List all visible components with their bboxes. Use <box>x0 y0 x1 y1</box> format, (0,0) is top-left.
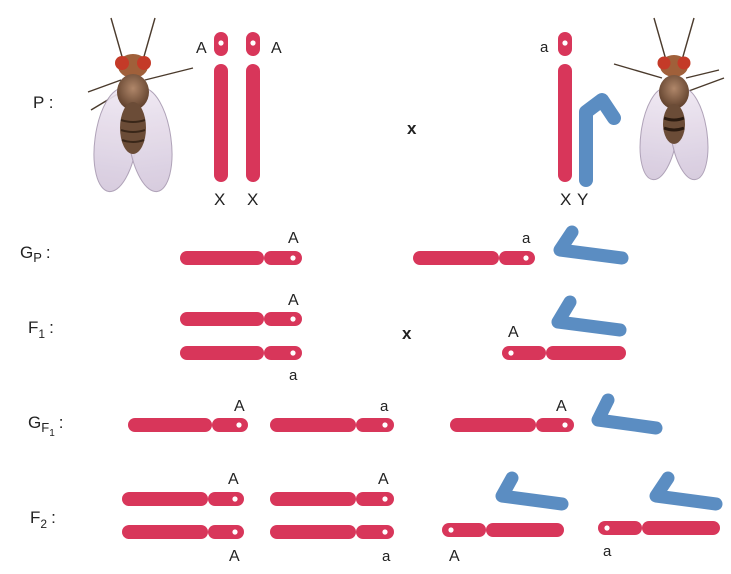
f2-offspring-4-x-chromosome <box>598 521 720 535</box>
p-male-chromosome-label-x: X <box>560 190 571 209</box>
gp-male-allele: a <box>522 230 531 247</box>
f2-offspring-3-allele: A <box>449 548 460 565</box>
f2-offspring-1-x-chromosome-1 <box>122 492 244 506</box>
f2-offspring-1-allele-1: A <box>228 471 239 488</box>
gf1-gamete-2-x-chromosome <box>270 418 394 432</box>
gp-male-x-chromosome <box>413 251 535 265</box>
f1-male-allele: A <box>508 324 519 341</box>
gf1-gamete-4-y-chromosome <box>598 400 656 428</box>
f2-offspring-1-x-chromosome-2 <box>122 525 244 539</box>
p-male-y-chromosome <box>586 100 614 180</box>
gf1-allele-1: A <box>234 398 245 415</box>
svg-text:GP:: GP: <box>20 243 51 265</box>
female-fruit-fly-icon <box>88 18 193 194</box>
row-label-p: P : <box>33 93 53 112</box>
male-fruit-fly-icon <box>614 18 724 182</box>
row-label-f2: F2: <box>30 508 56 531</box>
svg-text:F1:: F1: <box>28 318 54 341</box>
p-male-x-chromosome <box>558 32 572 182</box>
f2-offspring-1-allele-2: A <box>229 548 240 565</box>
p-female-chromosome-1 <box>214 32 228 182</box>
f1-female-x-chromosome-1 <box>180 312 302 326</box>
f2-offspring-2-x-chromosome-1 <box>270 492 394 506</box>
f2-offspring-4-y-chromosome <box>656 478 716 504</box>
row-label-f1: F1: <box>28 318 54 341</box>
p-female-chromosome-label-1: X <box>214 190 225 209</box>
gf1-allele-2: a <box>380 398 389 415</box>
f1-female-allele-2: a <box>289 367 298 384</box>
f1-cross-symbol: x <box>402 324 412 343</box>
p-female-allele-2: A <box>271 40 282 57</box>
f2-offspring-3-y-chromosome <box>502 478 562 504</box>
gp-female-allele: A <box>288 230 299 247</box>
gp-male-y-chromosome <box>560 232 622 258</box>
f2-offspring-2-allele-1: A <box>378 471 389 488</box>
f2-offspring-4-allele: a <box>603 543 612 560</box>
f1-female-x-chromosome-2 <box>180 346 302 360</box>
f1-female-allele-1: A <box>288 292 299 309</box>
p-female-chromosome-label-2: X <box>247 190 258 209</box>
gf1-gamete-1-x-chromosome <box>128 418 248 432</box>
svg-text:F2:: F2: <box>30 508 56 531</box>
row-label-gf1: GF1: <box>28 413 63 439</box>
f1-male-x-chromosome <box>502 346 626 360</box>
gf1-gamete-3-x-chromosome <box>450 418 574 432</box>
f2-offspring-2-x-chromosome-2 <box>270 525 394 539</box>
p-male-allele: a <box>540 39 549 56</box>
p-cross-symbol: x <box>407 119 417 138</box>
row-label-gp: GP: <box>20 243 51 265</box>
gf1-allele-3: A <box>556 398 567 415</box>
f2-offspring-3-x-chromosome <box>442 523 564 537</box>
gp-female-x-chromosome <box>180 251 302 265</box>
p-female-allele-1: A <box>196 40 207 57</box>
f1-male-y-chromosome <box>558 302 620 330</box>
p-male-chromosome-label-y: Y <box>577 190 588 209</box>
p-female-chromosome-2 <box>246 32 260 182</box>
f2-offspring-2-allele-2: a <box>382 548 391 565</box>
svg-text:GF1:: GF1: <box>28 413 63 439</box>
